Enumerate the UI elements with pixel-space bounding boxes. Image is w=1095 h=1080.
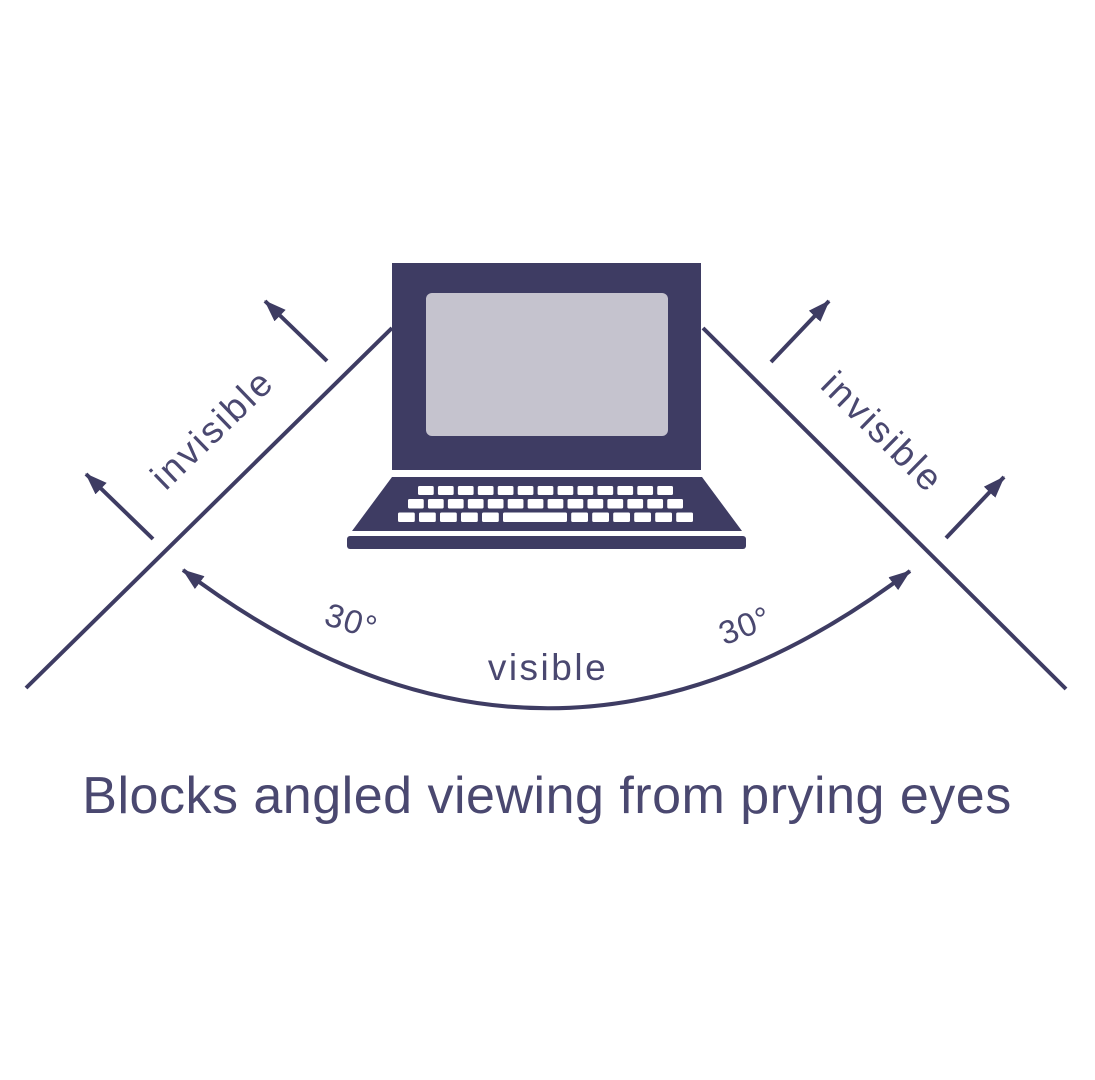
visible-label: visible [488, 647, 608, 688]
angle-label-left: 30° [321, 596, 382, 647]
laptop-screen [426, 293, 668, 436]
blocked-view-arrow-left-upper-icon [263, 299, 329, 363]
caption-text: Blocks angled viewing from prying eyes [82, 767, 1011, 825]
angle-label-right: 30° [714, 599, 777, 653]
blocked-view-arrow-left-lower-icon [84, 472, 155, 541]
blocked-view-arrow-right-upper-icon [769, 299, 831, 364]
invisible-label-right: invisible [813, 363, 952, 500]
laptop-base [347, 536, 746, 549]
visible-range-arc [181, 568, 912, 711]
invisible-label-left: invisible [143, 361, 282, 498]
blocked-view-arrow-right-lower-icon [944, 475, 1006, 540]
keyboard-keys [398, 486, 693, 522]
laptop-illustration [347, 263, 746, 549]
left-sightline [24, 326, 394, 690]
right-sightline [701, 326, 1068, 691]
